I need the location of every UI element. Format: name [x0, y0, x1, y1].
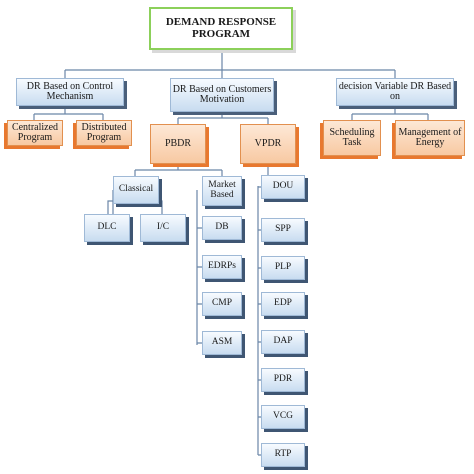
cmp-node: CMP [202, 292, 242, 316]
edrps-label: EDRPs [208, 261, 236, 272]
centralized-program-node: Centralized Program [7, 120, 63, 146]
dlc-label: DLC [97, 222, 117, 233]
centralized-program-label: Centralized Program [11, 121, 59, 143]
market-based-node: Market Based [202, 176, 242, 206]
management-of-energy-label: Management of Energy [398, 126, 462, 148]
dap-node: DAP [261, 330, 305, 354]
dlc-node: DLC [84, 214, 130, 242]
control-mechanism-node: DR Based on Control Mechanism [16, 78, 124, 106]
root-node: DEMAND RESPONSE PROGRAM [149, 7, 293, 50]
pbdr-label: PBDR [164, 137, 192, 149]
decision-variable-node: decision Variable DR Based on [336, 78, 454, 106]
connector-pbdr [134, 166, 223, 176]
customers-motivation-node: DR Based on Customers Motivation [170, 78, 274, 112]
connector-customers [177, 113, 269, 124]
dou-label: DOU [272, 181, 294, 192]
db-node: DB [202, 216, 242, 240]
edp-node: EDP [261, 292, 305, 316]
rtp-node: RTP [261, 443, 305, 467]
classical-label: Classical [118, 184, 154, 195]
connector-control [33, 108, 104, 120]
db-label: DB [215, 222, 229, 233]
ic-node: I/C [140, 214, 186, 242]
vpdr-node: VPDR [240, 124, 296, 164]
plp-label: PLP [274, 262, 292, 273]
dou-node: DOU [261, 175, 305, 199]
customers-motivation-label: DR Based on Customers Motivation [172, 83, 272, 105]
market-based-label: Market Based [208, 180, 236, 200]
vcg-node: VCG [261, 405, 305, 429]
edp-label: EDP [274, 298, 292, 309]
connector-root [64, 52, 396, 78]
management-of-energy-node: Management of Energy [395, 120, 465, 156]
spp-node: SPP [261, 218, 305, 242]
rtp-label: RTP [274, 449, 292, 460]
pbdr-node: PBDR [150, 124, 206, 164]
connector-market [196, 190, 202, 345]
distributed-program-label: Distributed Program [81, 121, 127, 143]
pdr-label: PDR [273, 374, 293, 385]
connector-decision [351, 108, 429, 120]
cmp-label: CMP [211, 298, 233, 309]
ic-label: I/C [156, 222, 170, 233]
asm-label: ASM [211, 337, 233, 348]
connector-vpdr [257, 166, 269, 456]
plp-node: PLP [261, 256, 305, 280]
pdr-node: PDR [261, 368, 305, 392]
dap-label: DAP [273, 336, 293, 347]
asm-node: ASM [202, 331, 242, 355]
control-mechanism-label: DR Based on Control Mechanism [26, 80, 114, 102]
scheduling-task-node: Scheduling Task [323, 120, 381, 156]
spp-label: SPP [275, 224, 291, 235]
vpdr-label: VPDR [254, 137, 282, 149]
classical-node: Classical [113, 176, 159, 204]
edrps-node: EDRPs [202, 255, 242, 279]
root-label: DEMAND RESPONSE PROGRAM [165, 15, 277, 40]
decision-variable-label: decision Variable DR Based on [338, 80, 452, 102]
distributed-program-node: Distributed Program [76, 120, 132, 146]
scheduling-task-label: Scheduling Task [329, 126, 375, 148]
vcg-label: VCG [272, 411, 294, 422]
